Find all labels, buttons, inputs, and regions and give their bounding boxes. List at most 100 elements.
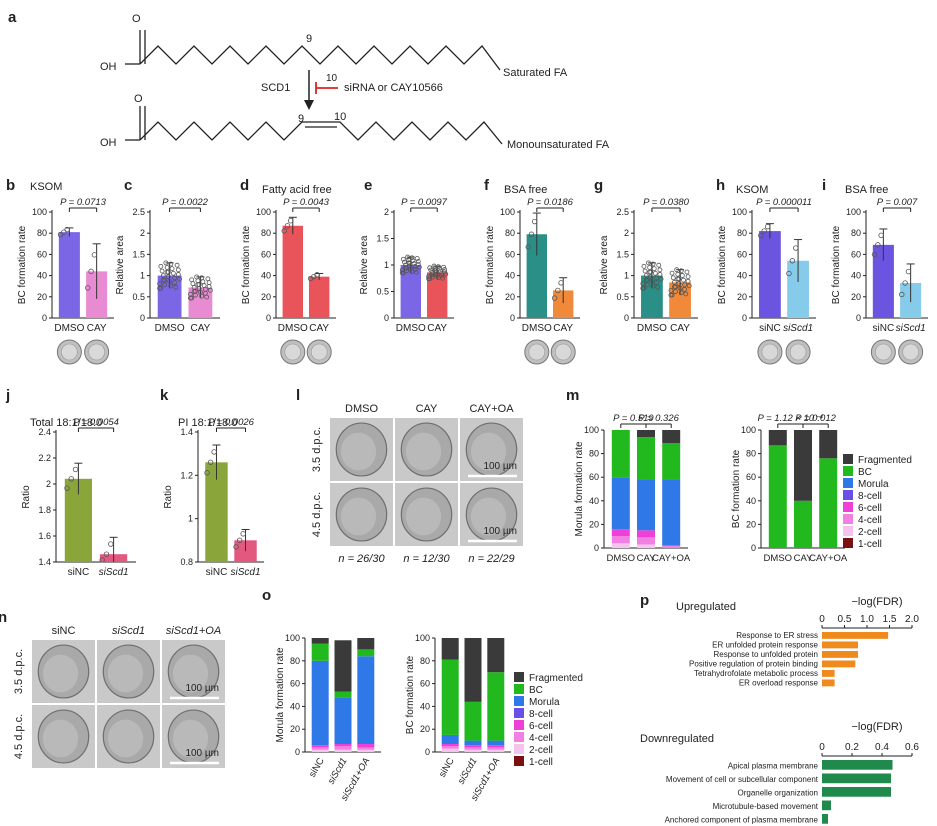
data-point (673, 289, 678, 295)
stack-segment (464, 701, 482, 741)
data-point (905, 268, 912, 275)
data-point (167, 278, 173, 284)
data-point (158, 263, 164, 269)
y-tick-label: 100 (846, 207, 861, 217)
stack-segment (357, 656, 375, 745)
legend-swatch (514, 696, 524, 706)
y-tick-label: 1.5 (616, 249, 629, 259)
data-point (103, 551, 110, 557)
data-point (400, 256, 406, 262)
panel-label: h (716, 177, 725, 194)
y-tick-label: 0 (140, 313, 145, 323)
p-value: P = 0.0043 (283, 197, 330, 208)
stack-segment (441, 748, 459, 752)
panel-label: m (566, 387, 579, 404)
data-point (314, 272, 320, 278)
legend-swatch (843, 490, 853, 500)
embryo-inner (340, 432, 377, 471)
stack-segment (441, 744, 459, 747)
data-point (648, 274, 654, 280)
x-tick-label: siNC (873, 323, 895, 334)
panel-label: l (296, 387, 300, 404)
y-tick-label: 40 (261, 271, 271, 281)
data-point (681, 277, 686, 283)
bar (872, 244, 894, 318)
data-point (685, 278, 691, 284)
data-point (415, 258, 421, 264)
embryo-inner (470, 432, 507, 471)
x-tick-label: CAY (553, 323, 573, 334)
chart-title: Total 18:1/18:0 (30, 417, 102, 429)
stack-segment (464, 638, 482, 702)
data-point (190, 281, 196, 287)
mufa-o: O (134, 93, 143, 105)
p-value: P = 0.0026 (208, 417, 255, 428)
scale-bar-label: 100 µm (483, 461, 517, 472)
x-tick-label: DMSO (764, 553, 793, 564)
go-bar (822, 651, 858, 658)
panel-label: b (6, 177, 15, 194)
stack-segment (334, 746, 352, 750)
data-point (207, 287, 213, 293)
legend-label: BC (529, 685, 543, 696)
stack-segment (611, 536, 630, 544)
stack-segment (794, 500, 812, 548)
sfa-c9: 9 (306, 33, 312, 45)
legend-label: 8-cell (529, 709, 553, 720)
x-tick-label: siNC (437, 756, 457, 779)
x-tick-label: CAY (309, 323, 329, 334)
legend-label: 2-cell (529, 745, 553, 756)
embryo-inner (405, 432, 442, 471)
y-tick-label: 1.4 (180, 427, 193, 437)
y-tick-label: 40 (37, 271, 47, 281)
go-term-label: Movement of cell or subcellular componen… (666, 775, 819, 784)
legend-swatch (843, 502, 853, 512)
stack-segment (662, 442, 681, 480)
inhibitor-label: siRNA or CAY10566 (344, 82, 443, 94)
legend-label: Morula (529, 697, 560, 708)
y-tick-label: 2 (46, 479, 51, 489)
data-point (684, 269, 690, 275)
y-tick-label: 40 (737, 271, 747, 281)
y-tick-label: 2 (384, 207, 389, 217)
stack-segment (768, 445, 787, 548)
data-point (61, 229, 67, 235)
stack-segment (357, 649, 375, 657)
y-tick-label: 20 (37, 292, 47, 302)
y-axis-label: BC formation rate (405, 655, 416, 734)
data-point (189, 295, 195, 301)
data-point (682, 282, 688, 288)
data-point (650, 261, 656, 267)
data-point (403, 262, 408, 268)
data-point (683, 291, 689, 297)
x-tick-label: 0.4 (875, 742, 889, 753)
data-point (409, 269, 415, 274)
data-point (236, 537, 243, 544)
stack-segment (357, 638, 375, 650)
y-tick-label: 80 (851, 228, 861, 238)
stack-segment (637, 544, 655, 548)
y-tick-label: 2 (624, 228, 629, 238)
data-point (528, 231, 535, 237)
stack-segment (487, 740, 505, 746)
go-term-label: Apical plasma membrane (728, 761, 819, 770)
data-point (644, 282, 650, 288)
bar (641, 275, 663, 318)
chart-title: Upregulated (676, 601, 736, 613)
legend-label: BC (858, 467, 872, 478)
data-point (284, 223, 291, 229)
data-point (678, 268, 684, 274)
stack-segment (819, 458, 838, 548)
legend-swatch (843, 478, 853, 488)
x-tick-label: DMSO (278, 323, 308, 334)
legend-label: 8-cell (858, 491, 882, 502)
y-tick-label: 1.6 (38, 531, 51, 541)
n-count: n = 22/29 (468, 553, 514, 565)
data-point (428, 267, 434, 273)
bar (157, 275, 182, 318)
data-point (652, 270, 658, 276)
